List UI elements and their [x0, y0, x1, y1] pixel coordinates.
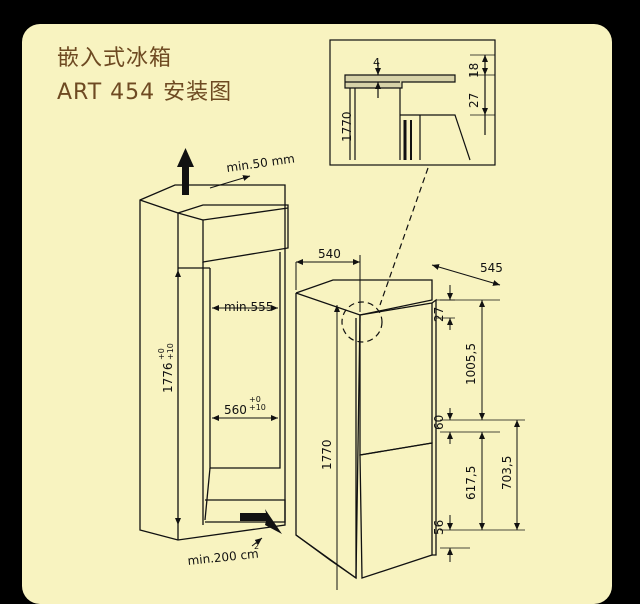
model-subtitle: ART 454 安装图: [57, 80, 233, 105]
appliance-dim-1005: 1005,5: [464, 343, 478, 385]
detail-dim-27: 27: [467, 93, 481, 108]
cabinet-bottom-vent-exp: 2: [254, 542, 259, 551]
cabinet-width-tol-zero: +0: [249, 395, 261, 404]
appliance-depth-label: 545: [480, 261, 503, 275]
detail-leader: [379, 167, 429, 306]
cabinet-height-tol-zero: +0: [157, 348, 166, 360]
cabinet-width-tol-plus: +10: [249, 403, 266, 412]
cabinet-inner-width-label: min.555: [224, 300, 273, 314]
cabinet-top-vent-label: min.50 mm: [225, 152, 295, 175]
detail-inset: [329, 39, 496, 166]
detail-dim-4: 4: [373, 56, 380, 69]
appliance-dim-617: 617,5: [464, 466, 478, 500]
appliance-dim-27: 27: [432, 307, 446, 322]
appliance-height-label: 1770: [320, 439, 334, 470]
page-title: 嵌入式冰箱: [57, 46, 173, 71]
appliance-dim-56: 56: [432, 520, 446, 535]
detail-frame: [329, 39, 496, 166]
cabinet-height-tol-plus: +10: [166, 343, 175, 360]
up-arrow-icon: [177, 148, 194, 195]
appliance-width-label: 540: [318, 247, 341, 261]
appliance: [295, 279, 437, 580]
cabinet-bottom-vent-label: min.200 cm: [187, 547, 260, 568]
appliance-dim-703: 703,5: [500, 456, 514, 490]
cabinet: [139, 184, 289, 541]
cabinet-height-label: 1776: [161, 362, 175, 393]
detail-callout-circle: [341, 301, 383, 343]
appliance-dim-60: 60: [432, 415, 446, 430]
drawing-panel: [22, 24, 612, 604]
detail-dim-18: 18: [467, 63, 481, 78]
airflow-arrow-icon: [240, 509, 282, 534]
detail-dim-1770: 1770: [340, 111, 354, 142]
cabinet-width-label: 560: [224, 403, 247, 417]
